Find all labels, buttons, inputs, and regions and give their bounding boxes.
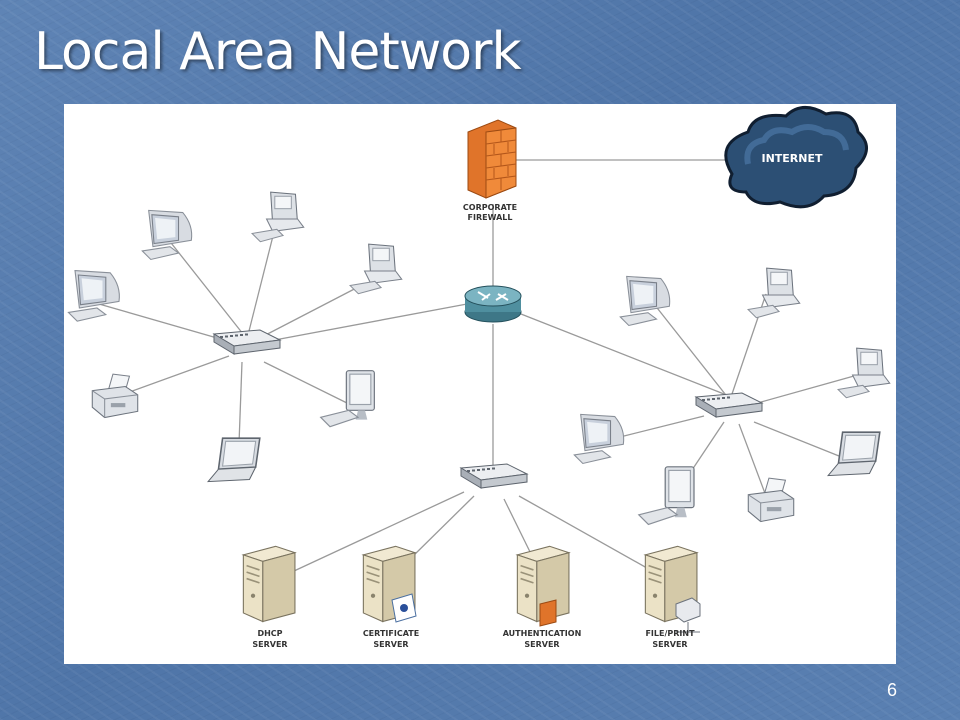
- firewall-label-line2: FIREWALL: [468, 213, 513, 222]
- desktop-crt-icon: [619, 275, 671, 327]
- server-label-line2: SERVER: [252, 640, 287, 649]
- desktop-crt-icon: [67, 270, 120, 322]
- router-icon: [464, 285, 522, 323]
- server-label-line1: CERTIFICATE: [363, 629, 419, 638]
- switch-right-icon: [695, 392, 763, 418]
- printer-icon: [747, 477, 795, 523]
- server-label-line2: SERVER: [652, 640, 687, 649]
- laptop-icon: [827, 431, 881, 477]
- dhcp-server-icon: [242, 545, 296, 623]
- internet-cloud-icon: INTERNET: [724, 106, 868, 209]
- file-print-badge-icon: [675, 597, 701, 633]
- printer-icon: [91, 373, 139, 419]
- page-number: 6: [887, 680, 898, 700]
- desktop-crt-icon: [141, 209, 193, 261]
- server-label-line1: FILE/PRINT: [645, 629, 695, 638]
- internet-label: INTERNET: [761, 152, 823, 165]
- laptop-icon: [207, 437, 261, 483]
- desktop-tower-icon: [251, 191, 305, 243]
- server-label-line2: SERVER: [373, 640, 408, 649]
- server-label-line1: AUTHENTICATION: [503, 629, 582, 638]
- key-lock-icon: [539, 599, 557, 627]
- firewall-label-line1: CORPORATE: [463, 203, 517, 212]
- firewall-icon: [467, 119, 517, 199]
- network-diagram: CORPORATE FIREWALL INTERNET: [64, 104, 896, 664]
- desktop-tower-icon: [837, 347, 891, 399]
- network-links: [98, 159, 855, 573]
- switch-left-icon: [213, 329, 281, 355]
- desktop-tower-icon: [747, 267, 801, 319]
- slide-title: Local Area Network: [34, 22, 522, 82]
- server-label-line1: DHCP: [257, 629, 282, 638]
- desktop-lcd-icon: [638, 466, 695, 526]
- certificate-badge-icon: [391, 593, 417, 623]
- desktop-tower-icon: [349, 243, 403, 295]
- server-label-line2: SERVER: [524, 640, 559, 649]
- desktop-lcd-icon: [320, 370, 375, 428]
- switch-center-icon: [460, 463, 528, 489]
- desktop-crt-icon: [573, 413, 625, 465]
